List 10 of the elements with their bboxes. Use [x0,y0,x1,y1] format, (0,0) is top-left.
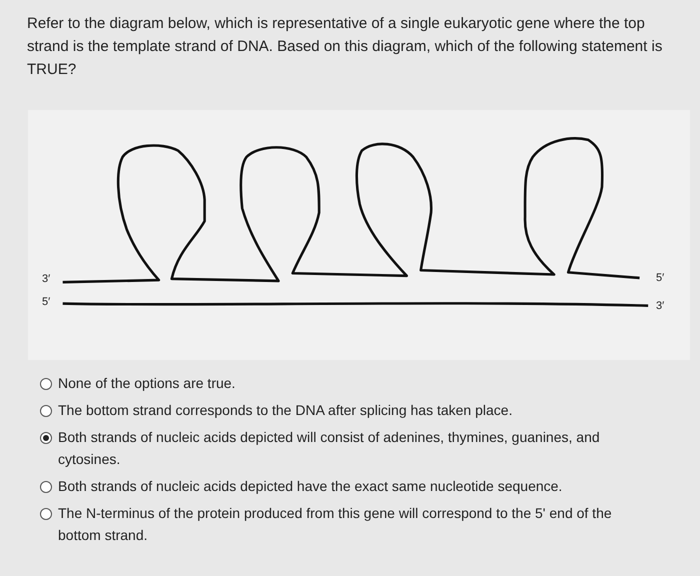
option-text: None of the options are true. [58,374,236,393]
strand-end-label: 5′ [656,272,664,285]
strand-end-label: 5′ [42,296,50,309]
option-text: The N-terminus of the protein produced from this gene will correspond to the 5' end of the bottom strand. [58,504,613,545]
question-text: Refer to the diagram below, which is representative of a single eukaryotic gene where the top strand is the template strand of DNA. Based on this diagram, which of the following statement is TRUE? [27,14,664,80]
strand-end-label: 3′ [656,300,664,313]
option-text: Both strands of nucleic acids depicted have the exact same nucleotide sequence. [58,477,564,496]
option-text: Both strands of nucleic acids depicted will consist of adenines, thymines, guanines, and cytosines. [58,428,601,469]
option-text: The bottom strand corresponds to the DNA after splicing has taken place. [58,401,514,420]
strand-end-label: 3′ [42,273,50,286]
